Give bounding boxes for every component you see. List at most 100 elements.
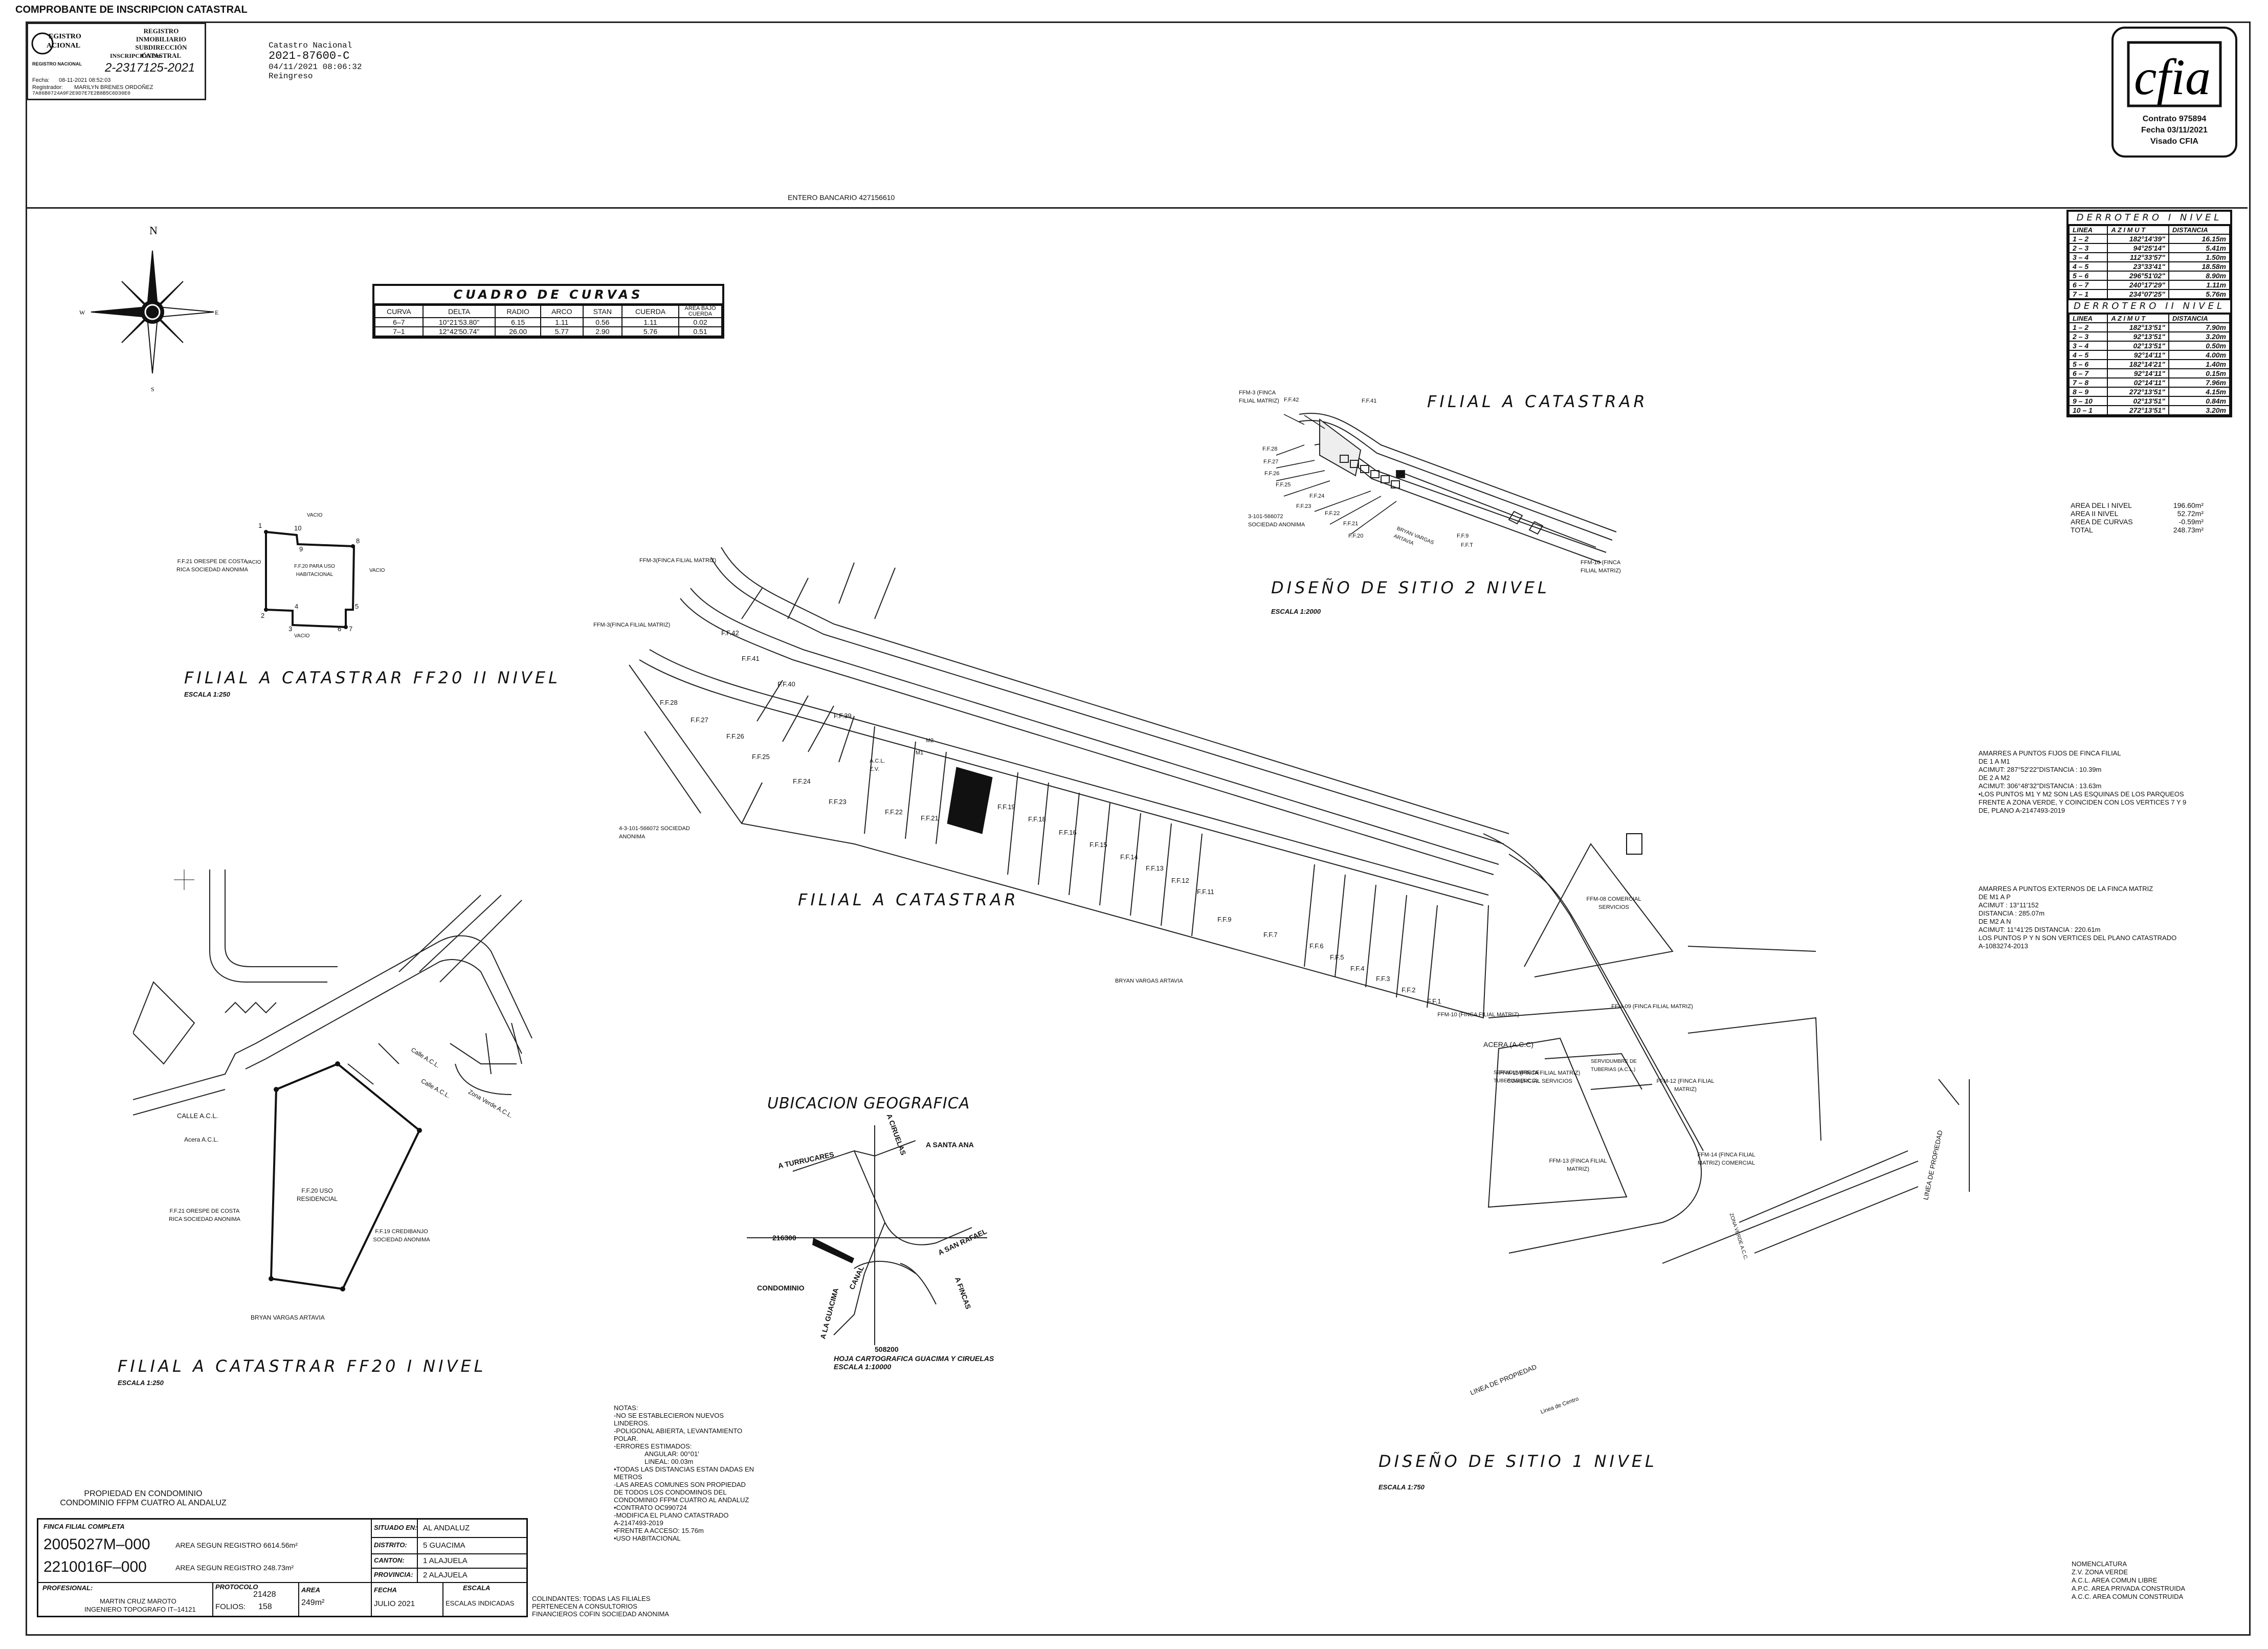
ff20-i-title: FILIAL A CATASTRAR FF20 I NIVEL bbox=[118, 1356, 486, 1376]
sitio2-ff22: F.F.22 bbox=[1325, 510, 1340, 517]
area-value: -0.59m² bbox=[2178, 518, 2204, 526]
svg-text:EGISTRO: EGISTRO bbox=[49, 33, 81, 40]
derrotero-h-azimut: A Z I M U T bbox=[2107, 225, 2169, 235]
sitio2-ff27: F.F.27 bbox=[1263, 459, 1279, 465]
derrotero-h-linea: LINEA bbox=[2068, 314, 2108, 323]
sitio2-map: FFM-3 (FINCA FILIAL MATRIZ) F.F.42 F.F.4… bbox=[1228, 378, 1627, 593]
curvas-table-box: CUADRO DE CURVAS CURVA DELTA RADIO ARCO … bbox=[372, 284, 724, 339]
tb-div-v3 bbox=[298, 1582, 299, 1616]
nomenclatura-line: A.C.C. AREA COMUN CONSTRUIDA bbox=[2072, 1593, 2184, 1600]
table-cell: 2.90 bbox=[582, 326, 623, 337]
curvas-header-row: CURVA DELTA RADIO ARCO STAN CUERDA AREA … bbox=[374, 305, 722, 318]
table-cell: 6.15 bbox=[495, 317, 541, 327]
tb-folios: 158 bbox=[258, 1602, 272, 1611]
table-cell: 1.11 bbox=[621, 317, 679, 327]
sitio2-ff20: F.F.20 bbox=[1348, 533, 1364, 539]
sitio2-ffm10: FFM-10 (FINCA FILIAL MATRIZ) bbox=[1581, 560, 1621, 574]
s1-ff19: F.F.19 bbox=[997, 803, 1015, 811]
ff20ii-ff20: F.F.20 PARA USO HABITACIONAL bbox=[294, 564, 335, 577]
s1-ffm11: FFM-11 (FINCA FILIAL MATRIZ) COMERCIAL S… bbox=[1499, 1070, 1581, 1084]
table-cell: 6 – 7 bbox=[2068, 280, 2108, 290]
catastro-stamp: Catastro Nacional 2021-87600-C 04/11/202… bbox=[269, 41, 362, 81]
amarres-externos: AMARRES A PUNTOS EXTERNOS DE LA FINCA MA… bbox=[1978, 885, 2214, 950]
nota-line: LINEAL: 00.03m bbox=[644, 1458, 694, 1465]
sitio2-ff23: F.F.23 bbox=[1296, 503, 1311, 509]
table-cell: 3 – 4 bbox=[2068, 341, 2108, 351]
table-cell: 4 – 5 bbox=[2068, 261, 2108, 272]
registro-org-right: REGISTRO INMOBILIARIO SUBDIRECCIÓN CATAS… bbox=[135, 27, 187, 59]
s1-ff40: F.F.40 bbox=[777, 680, 795, 688]
ubic-coord-y: 216300 bbox=[772, 1234, 796, 1242]
table-cell: 0.15m bbox=[2168, 368, 2231, 378]
s1-ff27: F.F.27 bbox=[691, 716, 708, 724]
amarres-line: AMARRES A PUNTOS FIJOS DE FINCA FILIAL bbox=[1978, 749, 2121, 757]
tb-div-v5 bbox=[417, 1520, 418, 1582]
s1-servidumbre2: SERVIDUMBRE DE TUBERIAS (A.C.L.) bbox=[1591, 1059, 1637, 1073]
table-cell: 7.90m bbox=[2168, 322, 2231, 332]
stamp-registrador: MARILYN BRENES ORDOÑEZ bbox=[74, 84, 153, 91]
s1-ffm13: FFM-13 (FINCA FILIAL MATRIZ) bbox=[1549, 1158, 1607, 1172]
cfia-logo-icon: cfia bbox=[2127, 41, 2222, 107]
nota-line: CONDOMINIO FFPM CUATRO AL ANDALUZ bbox=[614, 1496, 749, 1504]
tb-area: 249m² bbox=[301, 1598, 325, 1607]
tb-area-label: AREA bbox=[301, 1586, 320, 1594]
amarres-line: A-1083274-2013 bbox=[1978, 942, 2028, 950]
area-row: AREA DE CURVAS-0.59m² bbox=[2071, 518, 2204, 526]
table-cell: 272°13'51" bbox=[2107, 405, 2169, 415]
stamp-fecha-label: Fecha: bbox=[32, 77, 50, 83]
stamp-fecha: 08-11-2021 08:52:03 bbox=[59, 77, 111, 83]
table-row: 7–1 12°42'50.74" 26.00 5.77 2.90 5.76 0.… bbox=[374, 326, 722, 337]
table-cell: 272°13'51" bbox=[2107, 387, 2169, 397]
tb-escala-label: ESCALA bbox=[463, 1584, 491, 1592]
s1-ff5: F.F.5 bbox=[1330, 953, 1344, 961]
nota-line: A-2147493-2019 bbox=[614, 1519, 663, 1527]
table-cell: 92°14'11" bbox=[2107, 350, 2169, 360]
entero-bancario: ENTERO BANCARIO 427156610 bbox=[788, 193, 895, 202]
table-cell: 296°51'02" bbox=[2107, 271, 2169, 281]
tb-folios-label: FOLIOS: bbox=[215, 1602, 246, 1611]
s1-ff11: F.F.11 bbox=[1197, 888, 1214, 896]
table-cell: 1.11m bbox=[2168, 280, 2231, 290]
amarres-line: •LOS PUNTOS M1 Y M2 SON LAS ESQUINAS DE … bbox=[1978, 790, 2184, 798]
nomenclatura-line: Z.V. ZONA VERDE bbox=[2072, 1568, 2128, 1576]
derrotero-ii-title: DERROTERO II NIVEL bbox=[2069, 299, 2230, 314]
area-label: AREA DEL I NIVEL bbox=[2071, 501, 2132, 509]
table-cell: 02°14'11" bbox=[2107, 377, 2169, 388]
nota-line: •USO HABITACIONAL bbox=[614, 1534, 681, 1542]
registro-logo-icon: EGISTRO ACIONAL bbox=[31, 32, 81, 55]
ff20ii-pt7: 7 bbox=[349, 625, 353, 633]
s1-ff26: F.F.26 bbox=[726, 732, 744, 740]
s1-ffm3a: FFM-3(FINCA FILIAL MATRIZ) bbox=[639, 558, 717, 564]
sitio2-ff41: F.F.41 bbox=[1362, 398, 1377, 404]
table-cell: 12°42'50.74" bbox=[422, 326, 496, 337]
s1-ff15: F.F.15 bbox=[1089, 841, 1107, 849]
ff20i-calle3: CALLE A.C.L. bbox=[177, 1112, 218, 1120]
curvas-h-cuerda: CUERDA bbox=[621, 305, 679, 318]
ff20-ii-sketch: 1 10 9 8 2 3 4 5 6 7 F.F.21 ORESPE DE CO… bbox=[164, 511, 404, 650]
table-cell: 16.15m bbox=[2168, 234, 2231, 244]
curvas-h-arco: ARCO bbox=[540, 305, 584, 318]
ff20-ii-scale: ESCALA 1:250 bbox=[184, 690, 230, 698]
table-cell: 240°17'29" bbox=[2107, 280, 2169, 290]
tb-finca2-no: 2210016F–000 bbox=[43, 1558, 147, 1575]
nota-line: DE TODOS LOS CONDOMINOS DEL bbox=[614, 1488, 727, 1496]
registro-stamp: EGISTRO ACIONAL REGISTRO NACIONAL REGIST… bbox=[27, 23, 206, 100]
ff20i-ff21: F.F.21 ORESPE DE COSTA RICA SOCIEDAD ANO… bbox=[169, 1208, 240, 1222]
amarres-line: DE, PLANO A-2147493-2019 bbox=[1978, 807, 2065, 814]
sitio2-drawing bbox=[1276, 413, 1617, 563]
s1-ff14: F.F.14 bbox=[1120, 853, 1138, 861]
table-cell: 02°13'51" bbox=[2107, 396, 2169, 406]
catastro-number: 2021-87600-C bbox=[269, 50, 350, 62]
cfia-logo: cfia bbox=[2127, 41, 2222, 107]
area-label: AREA II NIVEL bbox=[2071, 509, 2119, 518]
s1-m2: M2 bbox=[926, 738, 934, 744]
sitio2-ff24: F.F.24 bbox=[1309, 493, 1325, 499]
table-cell: 6 – 7 bbox=[2068, 368, 2108, 378]
